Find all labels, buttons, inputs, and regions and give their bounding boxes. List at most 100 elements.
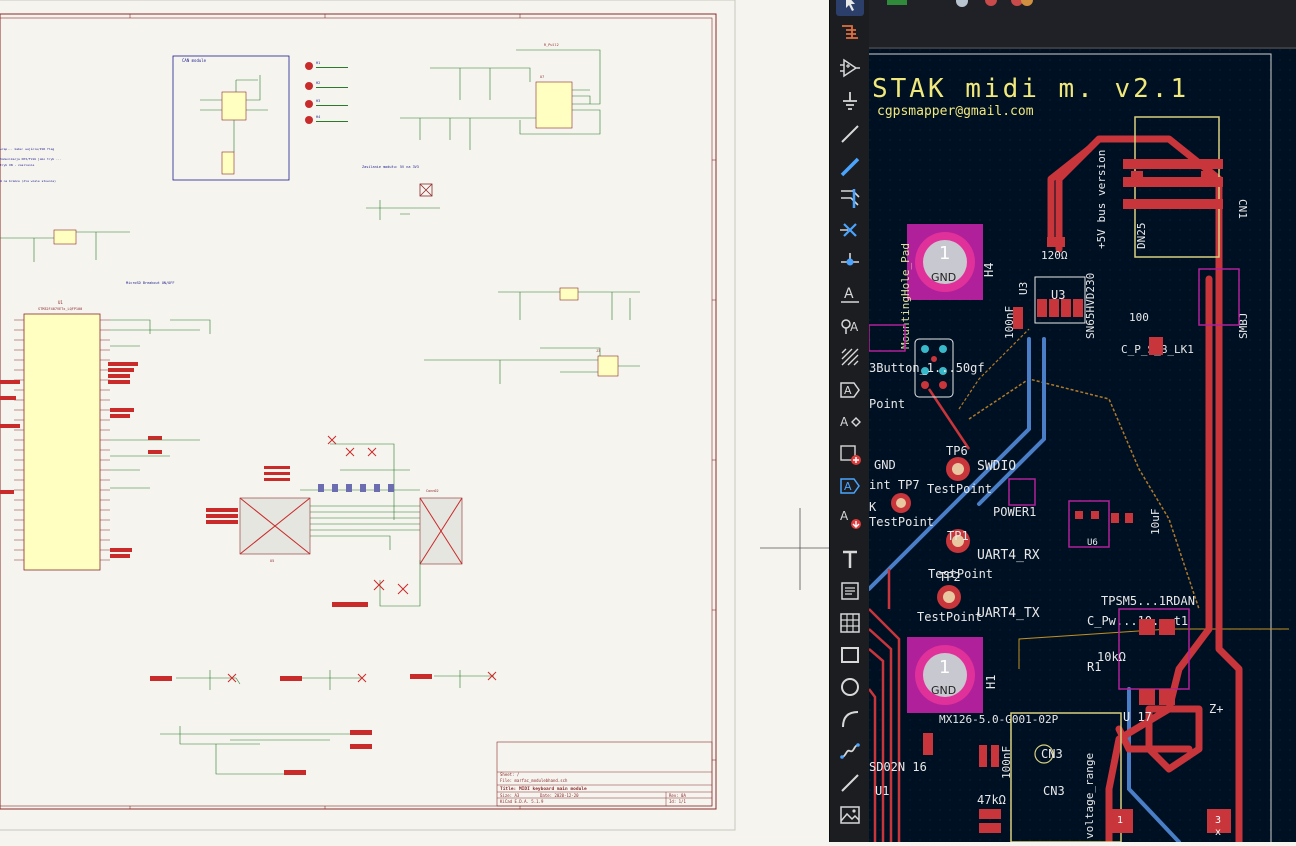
gnd-label: GND bbox=[874, 458, 896, 472]
global-label-tool[interactable]: A bbox=[836, 311, 864, 339]
toolbar-thumb-icon bbox=[1021, 0, 1033, 6]
import-sheet-pin-tool[interactable]: A bbox=[836, 504, 864, 532]
u3-ref: U3 bbox=[1017, 282, 1030, 295]
u6-ref: U6 bbox=[1087, 538, 1098, 548]
lk-fragment: K bbox=[869, 500, 877, 514]
add-wire-tool[interactable] bbox=[836, 120, 864, 148]
hier-sheet-tool[interactable]: A bbox=[836, 376, 864, 404]
h1-pad-number: 1 bbox=[939, 657, 950, 678]
sheet-pin-import-icon: A bbox=[840, 509, 861, 529]
arc-tool[interactable] bbox=[836, 705, 864, 733]
image-tool[interactable] bbox=[836, 801, 864, 829]
sheet-pin-icon bbox=[840, 445, 861, 465]
select-tool[interactable] bbox=[836, 0, 864, 16]
cn3-ref-fab: CN3 bbox=[1041, 747, 1063, 761]
arc-icon bbox=[842, 711, 859, 728]
toolbar-thumb-icon bbox=[887, 0, 907, 5]
add-power-tool[interactable] bbox=[836, 87, 864, 115]
hier-label-tool[interactable] bbox=[836, 343, 864, 371]
text-box-tool[interactable] bbox=[836, 577, 864, 605]
import-pin-tool[interactable]: A bbox=[836, 408, 864, 436]
rectangle-tool[interactable] bbox=[836, 641, 864, 669]
pcb-canvas[interactable]: 1 GND H4 MountingHole_Pad 1 GND H1 STAK … bbox=[869, 49, 1296, 842]
hier-pin-icon: A bbox=[840, 478, 860, 494]
pcb-email: cgpsmapper@gmail.com bbox=[877, 104, 1034, 119]
mx126-value: MX126-5.0-G001-02P bbox=[939, 713, 1059, 726]
line-tool[interactable] bbox=[836, 769, 864, 797]
cap-10uf: 10uF bbox=[1149, 509, 1162, 536]
tb-date: Date: 2020-12-20 bbox=[540, 793, 579, 798]
no-connect-icon bbox=[840, 223, 857, 237]
junction-icon bbox=[841, 253, 859, 266]
bezier-tool[interactable] bbox=[836, 737, 864, 765]
toolbar-thumb-icon bbox=[985, 0, 997, 6]
tb-kicad: KiCad E.D.A. 5.1.9 bbox=[500, 799, 544, 804]
tb-file: File: marfac_modulebhand.sch bbox=[500, 778, 568, 783]
u3-ref-fab: U3 bbox=[1051, 288, 1065, 302]
tp6-value: TestPoint bbox=[927, 482, 992, 496]
u5-ref: U5 bbox=[270, 559, 274, 563]
r1-ref: R1 bbox=[1087, 660, 1101, 674]
add-sheet-pin-tool[interactable] bbox=[836, 440, 864, 468]
u1-pcb-ref: U1 bbox=[875, 784, 889, 798]
crosshair-cursor bbox=[760, 508, 829, 590]
tp1-ref: TP1 bbox=[947, 529, 969, 543]
testpoint-fragment: Point bbox=[869, 397, 905, 411]
h4-pad-number: 1 bbox=[939, 243, 950, 264]
mcu-note: MicroSD Breakout ON/OFF bbox=[126, 281, 174, 285]
tpsm-value: TPSM5...1RDAN bbox=[1101, 594, 1195, 608]
image-icon bbox=[840, 806, 860, 824]
svg-text:A: A bbox=[850, 320, 859, 334]
bus-entry-icon bbox=[841, 189, 860, 208]
svg-text:A: A bbox=[844, 480, 852, 493]
voltage-range-label: voltage_range bbox=[1083, 753, 1096, 839]
net-highlight-icon bbox=[842, 25, 858, 39]
c100-value: 100 bbox=[1129, 311, 1149, 324]
line-icon bbox=[841, 774, 859, 792]
c100nf-value: 100nF bbox=[1003, 306, 1016, 339]
tb-title: Title: MIDI keyboard main module bbox=[500, 786, 587, 792]
svg-text:H4: H4 bbox=[316, 115, 320, 119]
dn25-value: DN25 bbox=[1135, 223, 1148, 250]
add-symbol-tool[interactable] bbox=[836, 54, 864, 82]
svg-text:H2: H2 bbox=[316, 81, 320, 85]
h1-ref: H1 bbox=[984, 675, 998, 689]
junction-tool[interactable] bbox=[836, 248, 864, 276]
global-label-icon: A bbox=[841, 319, 859, 334]
svg-text:H3: H3 bbox=[316, 99, 320, 103]
tb-rev: Rev: 0A bbox=[669, 793, 686, 798]
highlight-net-tool[interactable] bbox=[836, 18, 864, 46]
table-tool[interactable] bbox=[836, 609, 864, 637]
text-tool[interactable] bbox=[836, 545, 864, 573]
svg-text:W na bramce (dla wiele słownie: W na bramce (dla wiele słownie) bbox=[0, 179, 56, 183]
h4-pad-net: GND bbox=[931, 271, 956, 284]
text-icon bbox=[843, 550, 857, 568]
rect-icon bbox=[841, 647, 859, 663]
pcb-board-title: STAK midi m. v2.1 bbox=[872, 74, 1189, 104]
bus-entry-tool[interactable] bbox=[836, 184, 864, 212]
circle-tool[interactable] bbox=[836, 673, 864, 701]
no-connect-tool[interactable] bbox=[836, 216, 864, 244]
net-label-tool[interactable]: A bbox=[836, 280, 864, 308]
r120-value: 120Ω bbox=[1041, 249, 1068, 262]
bus-version-label: +5V bus version bbox=[1095, 150, 1108, 249]
add-hier-label-tool[interactable]: A bbox=[836, 472, 864, 500]
u3-value: SN65HVD230 bbox=[1084, 273, 1097, 339]
tp1-value: TestPoint bbox=[928, 567, 993, 581]
power-note: Zasilanie modułu: 5V na 3V3 bbox=[362, 165, 419, 169]
h1-pad-net: GND bbox=[931, 684, 956, 697]
tb-sheet: Sheet: / bbox=[500, 772, 520, 777]
nf100-value: 100nF bbox=[1000, 746, 1013, 779]
svg-text:A: A bbox=[840, 415, 849, 429]
mounting-hole-value: MountingHole_Pad bbox=[899, 243, 912, 349]
add-bus-tool[interactable] bbox=[836, 153, 864, 181]
uart-rx-label: UART4_RX bbox=[977, 548, 1040, 563]
tp2-ref: TP2 bbox=[939, 570, 961, 584]
table-icon bbox=[840, 613, 860, 633]
u7-ref: U7 bbox=[540, 75, 544, 79]
hier-label-icon bbox=[841, 348, 859, 366]
r10k-value: 10kΩ bbox=[1097, 650, 1126, 664]
u17-ref: U 17 bbox=[1123, 710, 1152, 724]
